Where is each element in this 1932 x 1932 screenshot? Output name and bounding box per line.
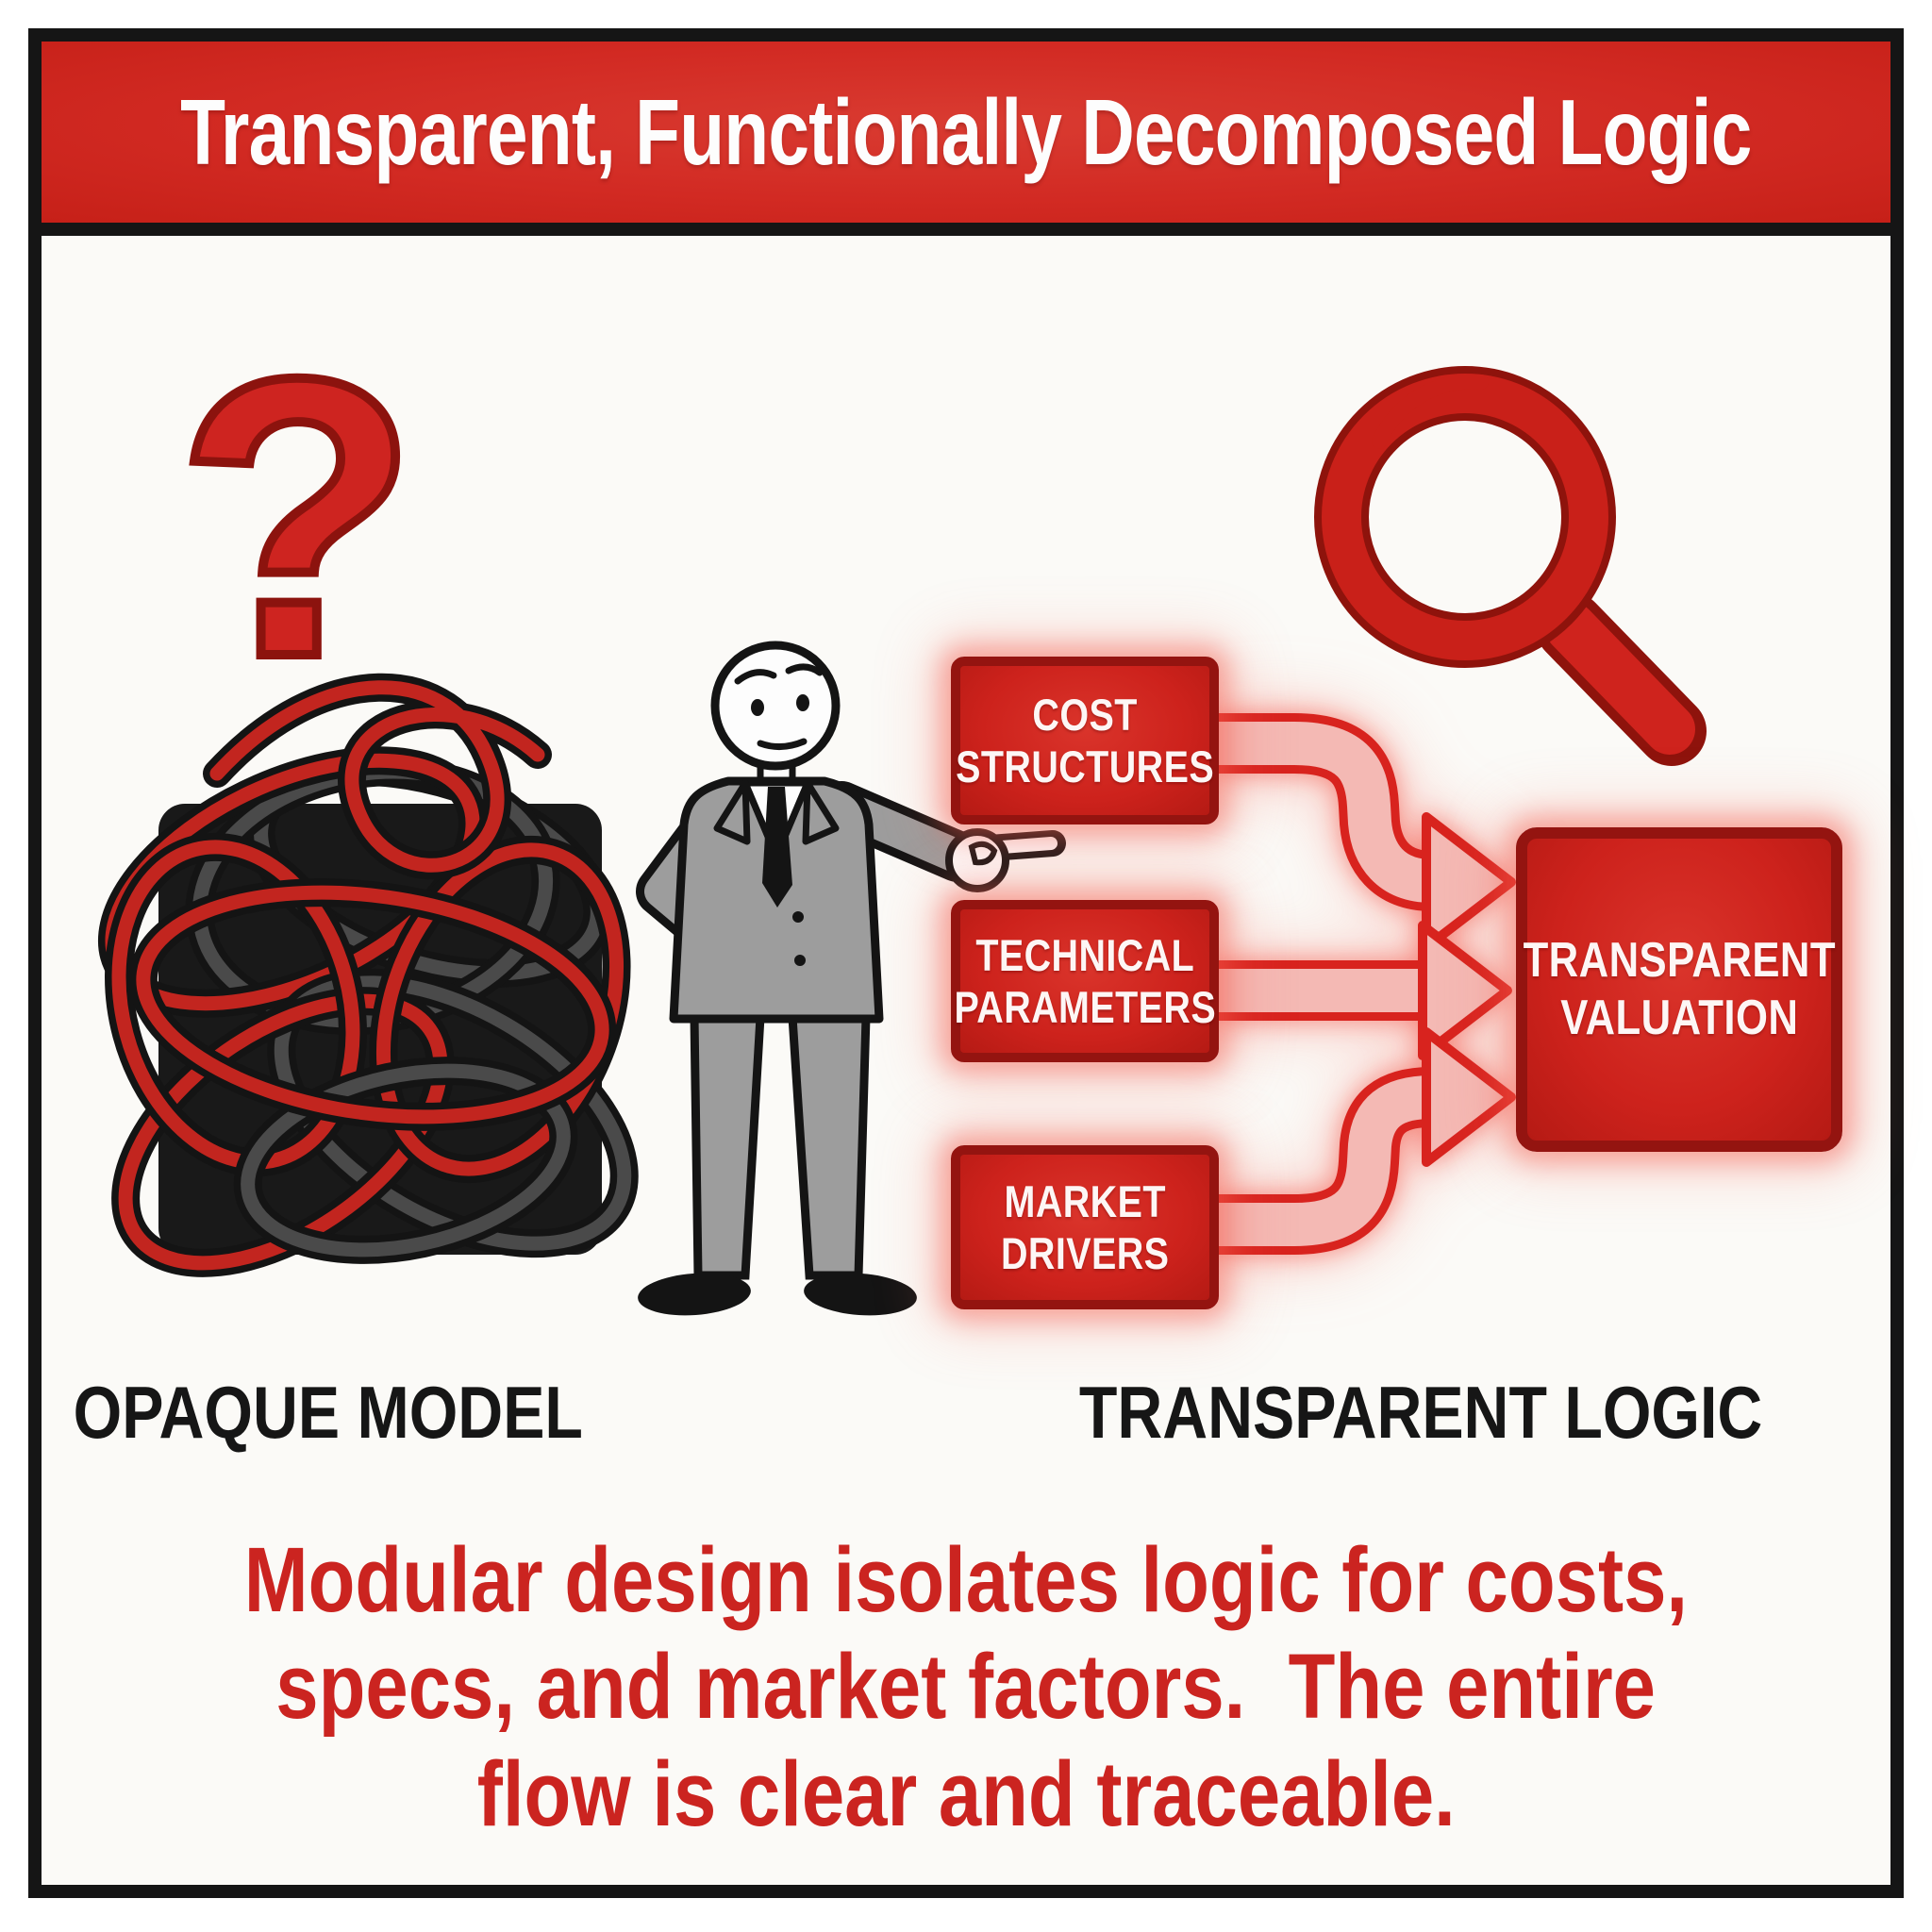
transparent-logic-label: TRANSPARENT LOGIC: [1078, 1371, 1763, 1454]
question-mark-icon: ?: [172, 297, 424, 740]
pointing-hand: [945, 828, 1066, 892]
tangled-knot-illustration: [97, 673, 639, 1277]
flow-box-market-drivers: MARKET DRIVERS: [951, 1145, 1219, 1309]
caption-line: specs, and market factors. The entire: [275, 1635, 1657, 1739]
header-banner: Transparent, Functionally Decomposed Log…: [28, 28, 1904, 236]
opaque-model-label: OPAQUE MODEL: [73, 1371, 583, 1454]
page-title: Transparent, Functionally Decomposed Log…: [180, 79, 1752, 184]
flow-box-label: TRANSPARENT VALUATION: [1523, 932, 1836, 1045]
caption-text: Modular design isolates logic for costs,…: [94, 1526, 1838, 1847]
flow-box-label: COST STRUCTURES: [956, 689, 1214, 791]
caption-line: Modular design isolates logic for costs,: [243, 1528, 1689, 1631]
flow-arrows: [1213, 713, 1516, 1255]
flow-box-label: TECHNICAL PARAMETERS: [954, 929, 1216, 1032]
caption-line: flow is clear and traceable.: [476, 1741, 1456, 1845]
magnifying-glass-icon: [1314, 366, 1707, 766]
flow-box-cost-structures: COST STRUCTURES: [951, 657, 1219, 824]
flow-box-technical-parameters: TECHNICAL PARAMETERS: [951, 900, 1219, 1062]
flow-box-transparent-valuation: TRANSPARENT VALUATION: [1516, 827, 1842, 1152]
pointing-person-illustration: [636, 641, 1066, 1316]
flow-box-label: MARKET DRIVERS: [1000, 1175, 1170, 1278]
